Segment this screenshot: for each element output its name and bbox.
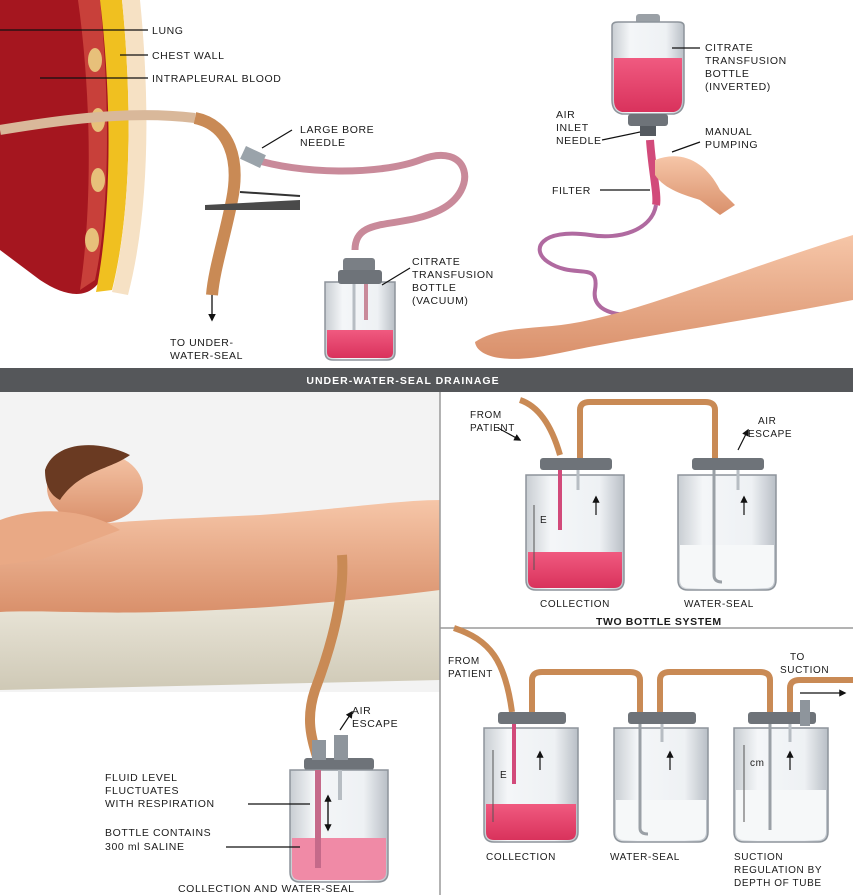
label-air-inlet-2: INLET xyxy=(556,122,589,134)
label-filter: FILTER xyxy=(552,185,591,197)
patient-illustration xyxy=(0,392,440,692)
citrate-inverted-bottle xyxy=(612,14,684,136)
label-two-scale: E xyxy=(540,515,547,526)
label-fluid-2: FLUCTUATES xyxy=(105,785,179,797)
patient-arm xyxy=(475,235,853,359)
label-vacuum-4: (VACUUM) xyxy=(412,295,469,307)
label-suction-reg-1: SUCTION xyxy=(734,852,783,863)
label-two-collection: COLLECTION xyxy=(540,599,610,610)
label-two-from-1: FROM xyxy=(470,410,502,421)
label-fluid-1: FLUID LEVEL xyxy=(105,772,178,784)
label-manual-1: MANUAL xyxy=(705,126,752,138)
label-three-from-1: FROM xyxy=(448,656,480,667)
label-lung: LUNG xyxy=(152,25,184,37)
label-two-from-2: PATIENT xyxy=(470,423,515,434)
label-contains-1: BOTTLE CONTAINS xyxy=(105,827,211,839)
label-three-waterseal: WATER-SEAL xyxy=(610,852,680,863)
label-suction-reg-3: DEPTH OF TUBE xyxy=(734,878,822,889)
label-suction-reg-2: REGULATION BY xyxy=(734,865,822,876)
label-two-waterseal: WATER-SEAL xyxy=(684,599,754,610)
label-two-air-1: AIR xyxy=(758,416,776,427)
label-vacuum-3: BOTTLE xyxy=(412,282,456,294)
label-large-bore-2: NEEDLE xyxy=(300,137,346,149)
label-inverted-4: (INVERTED) xyxy=(705,81,771,93)
label-manual-2: PUMPING xyxy=(705,139,758,151)
label-inverted-1: CITRATE xyxy=(705,42,753,54)
label-to-underwater-2: WATER-SEAL xyxy=(170,350,243,362)
label-three-to-2: SUCTION xyxy=(780,665,829,676)
label-air-inlet-3: NEEDLE xyxy=(556,135,602,147)
label-fluid-3: WITH RESPIRATION xyxy=(105,798,215,810)
hemostat-clamp xyxy=(205,200,300,210)
label-three-scale-cm: cm xyxy=(750,758,765,769)
label-bl-air-1: AIR xyxy=(352,705,371,717)
pumping-hand xyxy=(655,156,735,215)
label-three-to-1: TO xyxy=(790,652,805,663)
label-chest-wall: CHEST WALL xyxy=(152,50,225,62)
label-intrapleural-blood: INTRAPLEURAL BLOOD xyxy=(152,73,281,85)
single-bottle xyxy=(290,735,388,882)
label-bl-air-2: ESCAPE xyxy=(352,718,398,730)
band-title: UNDER-WATER-SEAL DRAINAGE xyxy=(306,375,499,387)
chest-wall-illustration xyxy=(0,0,146,295)
label-three-from-2: PATIENT xyxy=(448,669,493,680)
air-escape-arrow xyxy=(340,712,352,730)
label-inverted-2: TRANSFUSION xyxy=(705,55,787,67)
label-air-inlet-1: AIR xyxy=(556,109,575,121)
label-two-air-2: ESCAPE xyxy=(748,429,792,440)
caption-collection-waterseal: COLLECTION AND WATER-SEAL xyxy=(178,883,355,895)
label-large-bore-1: LARGE BORE xyxy=(300,124,374,136)
citrate-vacuum-bottle xyxy=(325,258,395,360)
label-three-scale-e: E xyxy=(500,770,507,781)
label-to-underwater-1: TO UNDER- xyxy=(170,337,234,349)
title-two-bottle: TWO BOTTLE SYSTEM xyxy=(596,616,722,628)
label-contains-2: 300 ml SALINE xyxy=(105,841,185,853)
label-vacuum-2: TRANSFUSION xyxy=(412,269,494,281)
label-vacuum-1: CITRATE xyxy=(412,256,460,268)
label-inverted-3: BOTTLE xyxy=(705,68,749,80)
label-three-collection: COLLECTION xyxy=(486,852,556,863)
